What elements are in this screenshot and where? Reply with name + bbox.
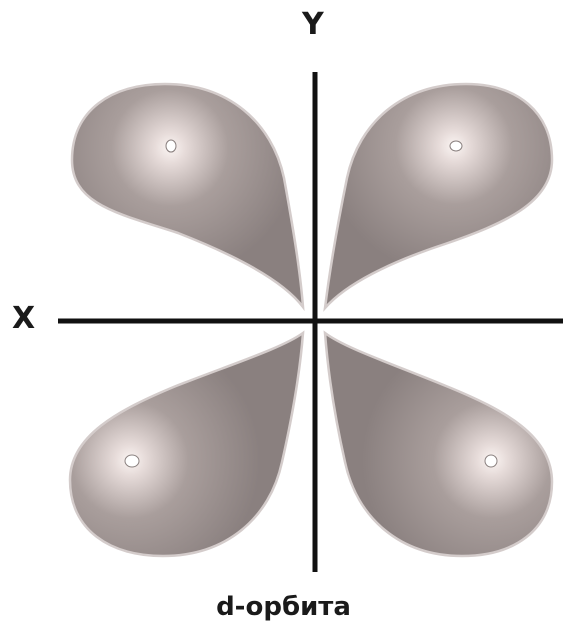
highlight-speck-top-right xyxy=(449,140,463,152)
orbital-lobe-top-right xyxy=(323,82,554,312)
diagram-caption: d-орбита xyxy=(216,592,351,622)
highlight-speck-top-left xyxy=(165,139,177,153)
highlight-speck-bottom-left xyxy=(124,454,140,468)
orbital-lobe-top-left xyxy=(70,82,305,312)
orbital-lobe-bottom-left xyxy=(68,330,305,558)
orbital-lobe-bottom-right xyxy=(323,330,554,558)
x-axis-label: X xyxy=(12,301,36,336)
highlight-speck-bottom-right xyxy=(484,454,498,468)
y-axis-label: Y xyxy=(302,7,324,42)
